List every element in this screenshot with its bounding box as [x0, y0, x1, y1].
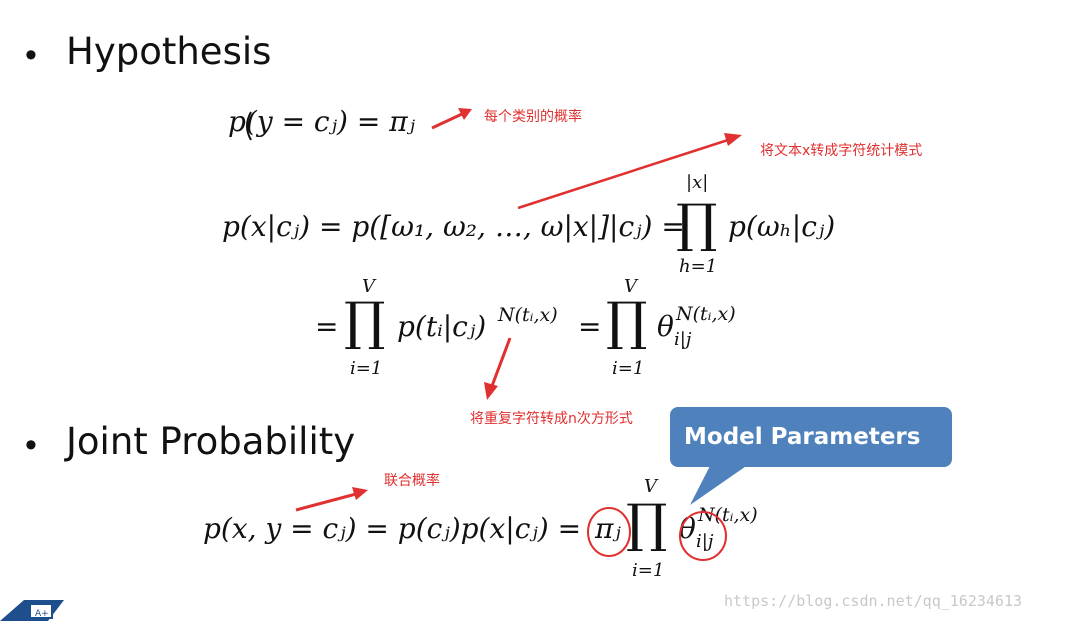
annotation-class-probability: 每个类别的概率: [484, 109, 582, 125]
product-lower-limit: i=1: [612, 358, 645, 379]
product-symbol: ∏: [606, 292, 648, 352]
product-upper-limit: |x|: [686, 172, 709, 193]
theta-subscript: i|j: [696, 531, 714, 552]
equation-rewrite-term: p(tᵢ|cⱼ): [397, 310, 487, 343]
equation-rewrite-equals-2: =: [578, 310, 602, 343]
arrow-joint-probability: [295, 487, 368, 512]
annotation-text-to-pattern: 将文本x转成字符统计模式: [760, 143, 923, 159]
theta-subscript: i|j: [674, 329, 692, 350]
product-symbol: ∏: [344, 292, 386, 352]
product-lower-limit: i=1: [350, 358, 383, 379]
callout-model-parameters: Model Parameters: [670, 407, 952, 467]
equation-rewrite-exponent: N(tᵢ,x): [498, 304, 558, 326]
product-lower-limit: h=1: [679, 256, 718, 277]
product-symbol: ∏: [676, 194, 718, 254]
product-upper-limit: V: [624, 276, 637, 297]
bullet-joint-probability: •: [25, 426, 37, 464]
equation-joint-lhs: p(x, y = cⱼ) = p(cⱼ)p(x|cⱼ) =: [203, 512, 582, 545]
annotation-repeat-to-power: 将重复字符转成n次方形式: [470, 411, 633, 427]
annotation-joint-probability: 联合概率: [384, 473, 440, 489]
equation-likelihood-rhs: p(ωₕ|cⱼ): [728, 210, 836, 243]
product-upper-limit: V: [362, 276, 375, 297]
callout-tail: [690, 462, 752, 505]
bullet-hypothesis: •: [25, 36, 37, 74]
callout-label: Model Parameters: [684, 424, 921, 450]
product-upper-limit: V: [644, 476, 657, 497]
logo-icon: A+: [0, 600, 64, 621]
svg-text:A+: A+: [35, 609, 49, 619]
arrow-repeat-to-power: [484, 337, 512, 400]
theta-symbol: θ: [657, 310, 674, 343]
product-lower-limit: i=1: [632, 560, 665, 581]
arrow-class-probability: [431, 108, 472, 130]
theta-exponent: N(tᵢ,x): [698, 504, 758, 526]
equation-prior: p(y = cⱼ) = πⱼ: [228, 105, 415, 138]
theta-exponent: N(tᵢ,x): [676, 303, 736, 325]
theta-symbol: θ: [679, 512, 696, 545]
watermark-url: https://blog.csdn.net/qq_16234613: [724, 592, 1023, 610]
equation-likelihood-lhs: p(x|cⱼ) = p([ω₁, ω₂, …, ω|x|]|cⱼ) =: [222, 210, 685, 243]
product-symbol: ∏: [626, 494, 668, 554]
heading-joint-probability: Joint Probability: [66, 420, 356, 463]
joint-pi: πⱼ: [595, 512, 621, 545]
heading-hypothesis: Hypothesis: [66, 30, 272, 73]
equation-rewrite-equals: =: [315, 310, 339, 343]
